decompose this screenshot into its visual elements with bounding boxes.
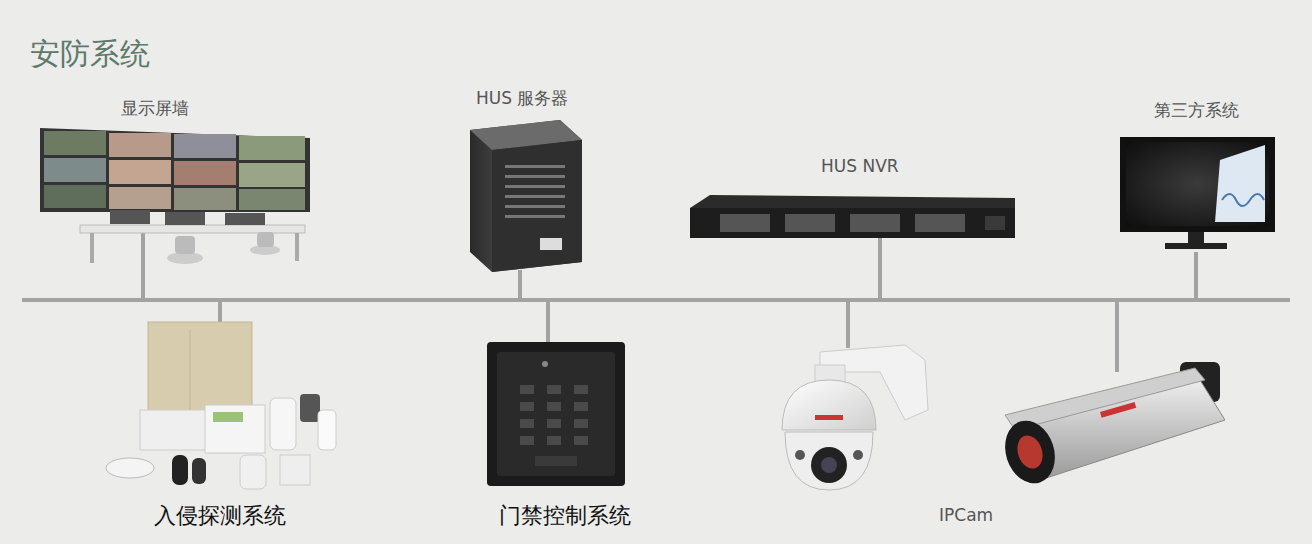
keypad: [487, 342, 625, 486]
device-label: 门禁控制系统: [499, 503, 631, 529]
device-label: 入侵探测系统: [154, 503, 286, 529]
intrusion-devices: [106, 322, 336, 489]
diagram-title: 安防系统: [30, 36, 150, 72]
device-label: HUS NVR: [821, 156, 899, 176]
ptz-camera: [782, 345, 928, 490]
device-label: IPCam: [939, 505, 993, 525]
monitor: [1120, 137, 1275, 249]
nvr-rack-unit: [690, 195, 1015, 238]
bullet-camera: [997, 362, 1225, 490]
server-tower: [470, 120, 582, 272]
device-label: 显示屏墙: [121, 98, 189, 118]
device-label: HUS 服务器: [476, 88, 568, 108]
device-label: 第三方系统: [1154, 100, 1239, 120]
video-wall: [40, 128, 310, 264]
